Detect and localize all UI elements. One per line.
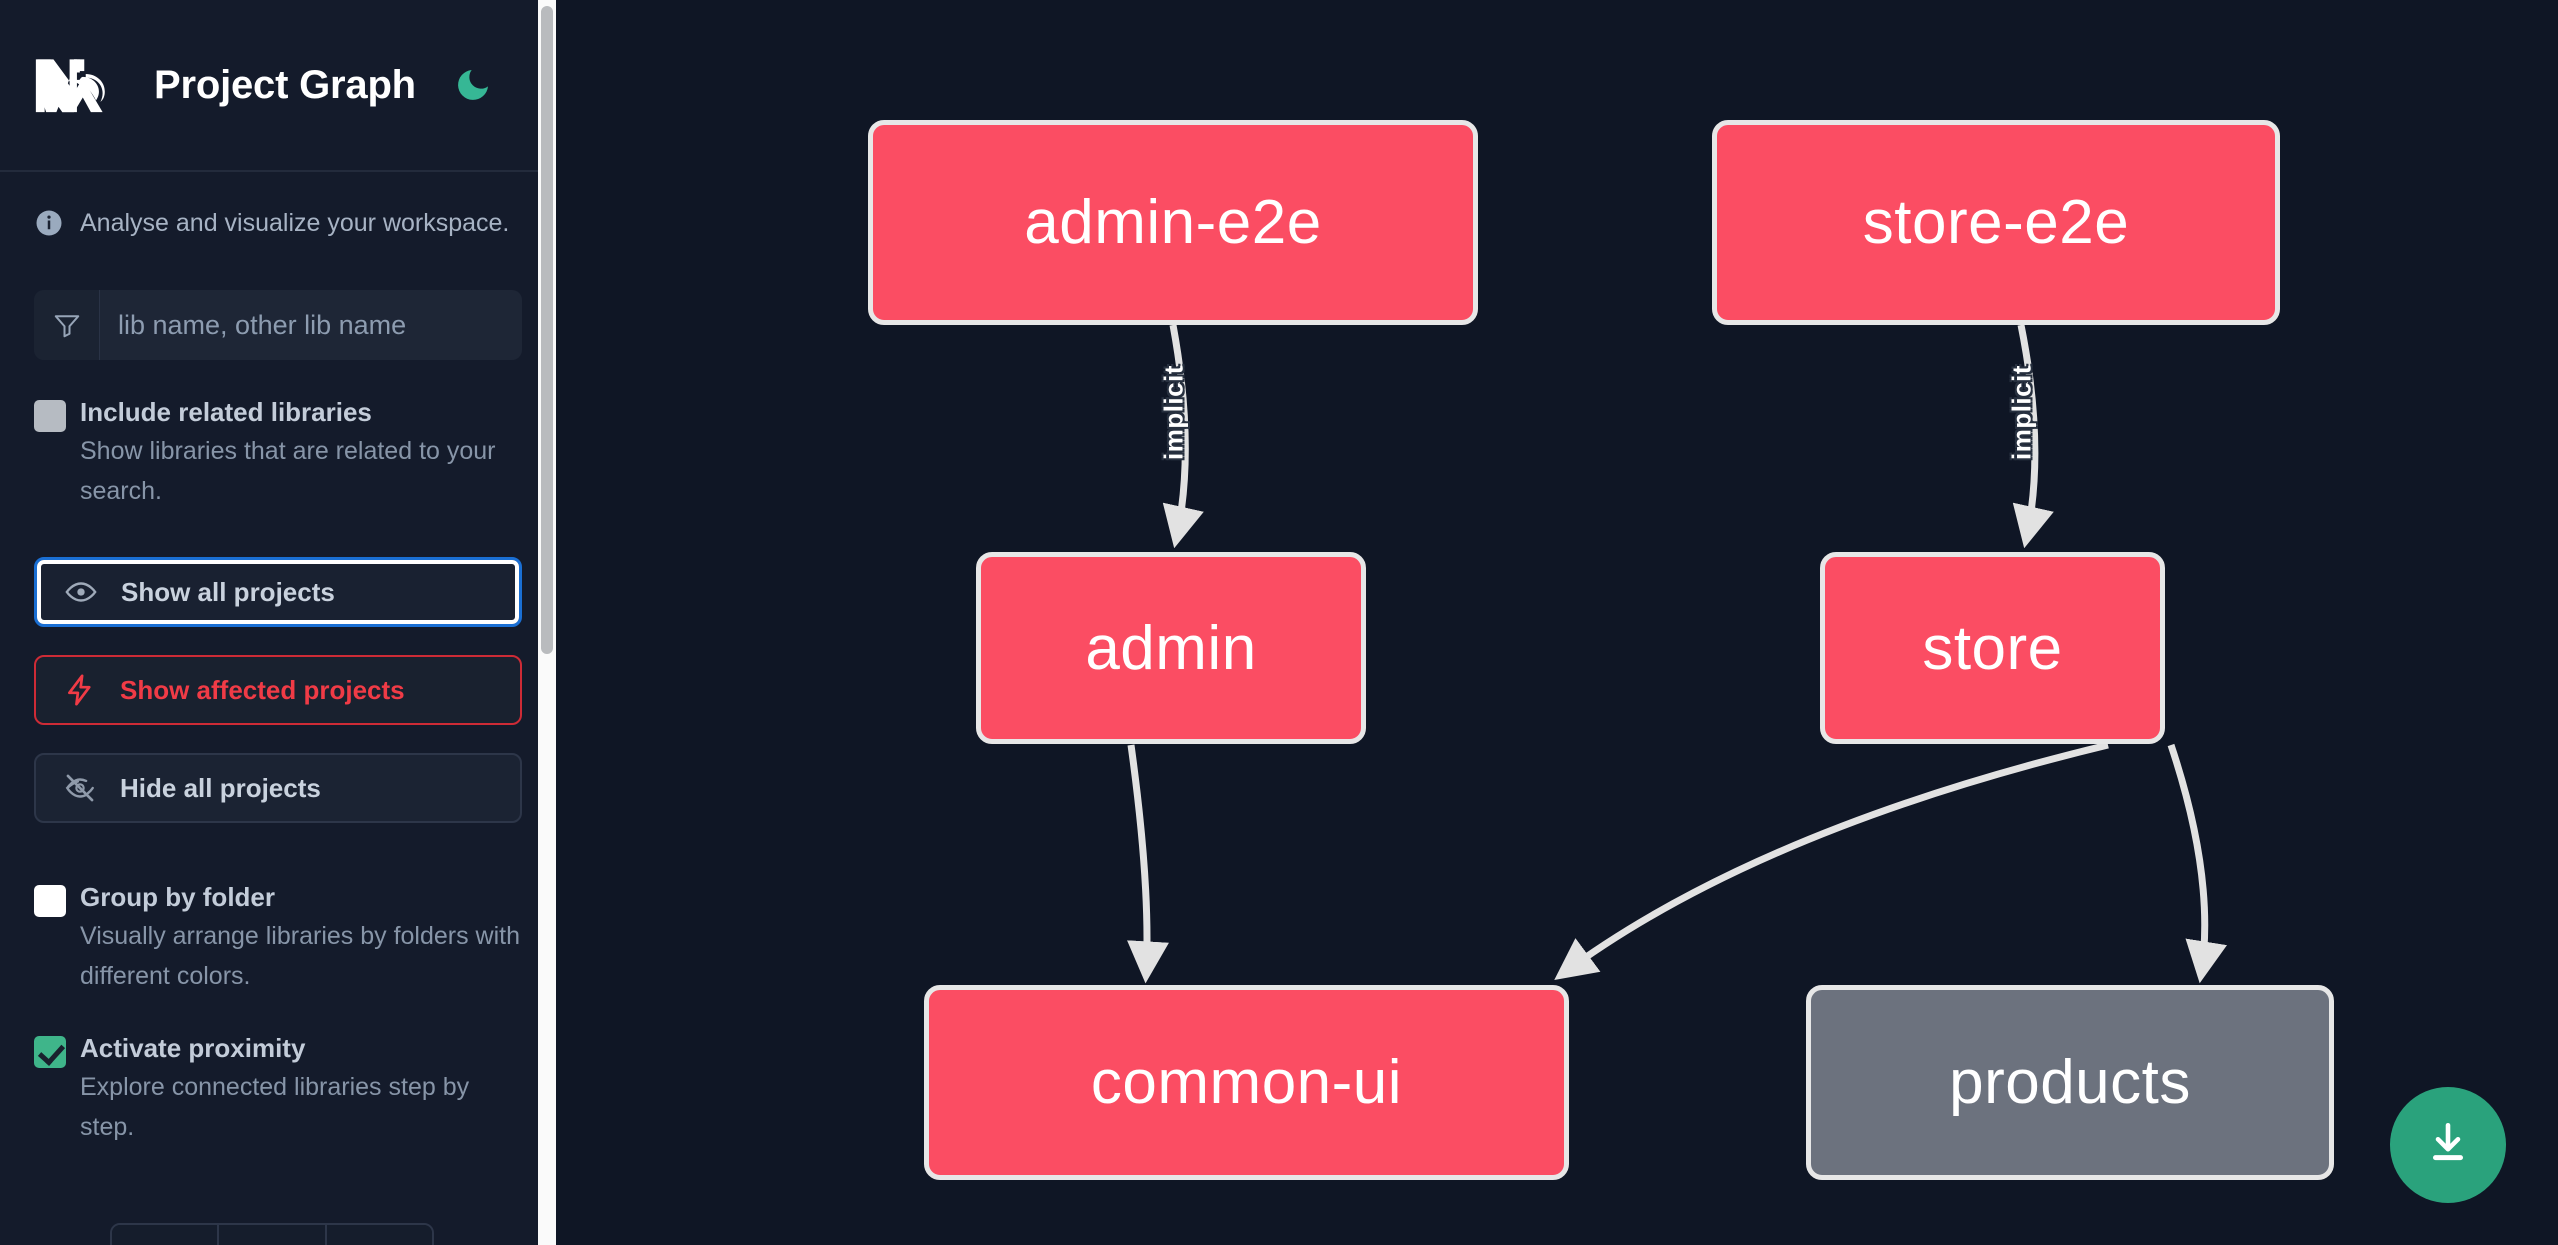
proximity-step-increase[interactable] xyxy=(326,1225,432,1245)
nx-logo-icon xyxy=(30,52,118,118)
include-related-libraries-label: Include related libraries xyxy=(80,397,372,427)
funnel-icon xyxy=(34,290,100,360)
edge-store-to-common-ui xyxy=(1554,741,2109,981)
info-circle-icon xyxy=(34,208,64,238)
bolt-icon xyxy=(62,672,98,708)
group-by-folder-checkbox[interactable] xyxy=(34,885,66,917)
eye-off-icon xyxy=(62,770,98,806)
activate-proximity-description: Explore connected libraries step by step… xyxy=(80,1073,470,1141)
option-group-by-folder[interactable]: Group by folder Visually arrange librari… xyxy=(34,881,522,996)
hide-all-projects-button[interactable]: Hide all projects xyxy=(34,753,522,823)
activate-proximity-checkbox[interactable] xyxy=(34,1036,66,1068)
filter-field[interactable] xyxy=(34,290,522,360)
activate-proximity-label: Activate proximity xyxy=(80,1033,306,1063)
proximity-step-decrease[interactable] xyxy=(112,1225,220,1245)
include-related-libraries-description: Show libraries that are related to your … xyxy=(80,437,496,505)
sidebar-scrollbar-thumb[interactable] xyxy=(541,6,553,654)
graph-node-label: admin-e2e xyxy=(1024,188,1322,257)
show-all-projects-label: Show all projects xyxy=(121,576,335,607)
workspace-info: Analyse and visualize your workspace. xyxy=(34,208,522,238)
graph-node-label: store-e2e xyxy=(1862,188,2130,257)
sidebar: Project Graph Analyse and visualize your… xyxy=(0,0,556,1245)
sidebar-scrollbar[interactable] xyxy=(538,0,556,1245)
page-title: Project Graph xyxy=(154,62,416,107)
show-affected-projects-button[interactable]: Show affected projects xyxy=(34,655,522,725)
graph-node-label: admin xyxy=(1085,613,1257,683)
search-input[interactable] xyxy=(100,290,522,360)
graph-node-products[interactable]: products xyxy=(1806,985,2334,1180)
graph-node-label: store xyxy=(1922,613,2063,683)
edge-admin-e2e-to-admin xyxy=(1162,324,1204,549)
show-all-projects-button[interactable]: Show all projects xyxy=(34,557,522,627)
edge-store-e2e-to-store xyxy=(2012,324,2054,549)
sidebar-header: Project Graph xyxy=(0,0,556,172)
edge-store-to-products xyxy=(2167,743,2227,984)
option-include-related-libraries[interactable]: Include related libraries Show libraries… xyxy=(34,396,522,511)
sidebar-body: Analyse and visualize your workspace. In… xyxy=(0,208,556,1245)
graph-canvas[interactable]: admin-e2e store-e2e admin store common-u… xyxy=(556,0,2558,1245)
graph-node-label: products xyxy=(1949,1048,2191,1117)
graph-node-admin-e2e[interactable]: admin-e2e xyxy=(868,120,1478,325)
proximity-step-value[interactable] xyxy=(219,1225,327,1245)
group-by-folder-description: Visually arrange libraries by folders wi… xyxy=(80,922,521,990)
eye-icon xyxy=(63,574,99,610)
group-by-folder-label: Group by folder xyxy=(80,882,275,912)
graph-node-admin[interactable]: admin xyxy=(976,552,1366,744)
graph-node-label: common-ui xyxy=(1090,1048,1403,1117)
download-icon xyxy=(2423,1118,2473,1173)
option-activate-proximity[interactable]: Activate proximity Explore connected lib… xyxy=(34,1032,522,1147)
hide-all-projects-label: Hide all projects xyxy=(120,772,321,803)
moon-icon[interactable] xyxy=(450,62,496,108)
graph-node-common-ui[interactable]: common-ui xyxy=(924,985,1569,1180)
graph-node-store[interactable]: store xyxy=(1820,552,2165,744)
download-button[interactable] xyxy=(2390,1087,2506,1203)
proximity-step-control[interactable] xyxy=(110,1223,434,1245)
graph-edges xyxy=(1127,324,2227,984)
graph-node-store-e2e[interactable]: store-e2e xyxy=(1712,120,2280,325)
workspace-info-text: Analyse and visualize your workspace. xyxy=(80,208,510,237)
include-related-libraries-checkbox[interactable] xyxy=(34,400,66,432)
edge-label-admin-e2e-implicit: implicit xyxy=(1158,365,1189,461)
edge-label-store-e2e-implicit: implicit xyxy=(2006,365,2037,461)
edge-admin-to-common-ui xyxy=(1127,744,1169,984)
show-affected-projects-label: Show affected projects xyxy=(120,674,405,705)
